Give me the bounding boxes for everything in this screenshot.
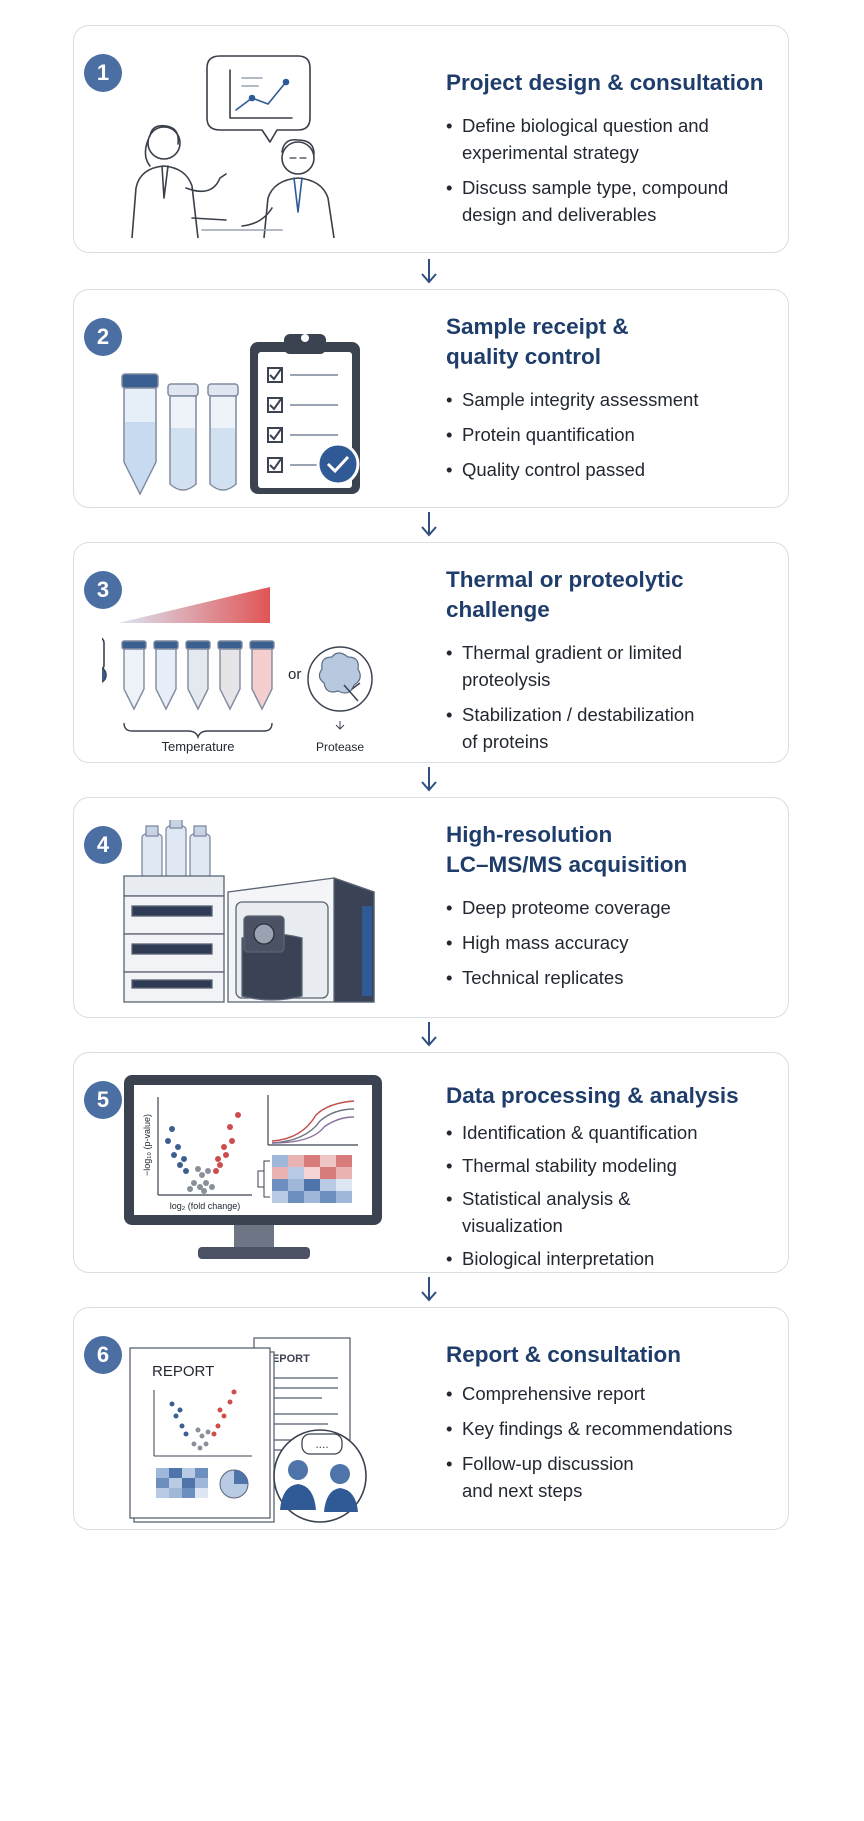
step-bullet: Sample integrity assessment: [446, 386, 776, 413]
step-bullet: Statistical analysis & visualization: [446, 1185, 776, 1239]
arrow-down-icon: [421, 1022, 437, 1047]
arrow-down-icon: [421, 259, 437, 284]
consultation-illustration: [131, 55, 335, 238]
step-bullet: Follow-up discussion and next steps: [446, 1450, 776, 1504]
step-bullet: Key findings & recommendations: [446, 1415, 776, 1442]
back-report-title: REPORT: [264, 1353, 310, 1365]
tubes-clipboard-illustration: [121, 334, 360, 496]
step-number-badge: 5: [84, 1081, 122, 1119]
step-bullet: Protein quantification: [446, 421, 776, 448]
step-title: Sample receipt & quality control: [446, 314, 629, 369]
melt-curve-chart: [267, 1095, 358, 1146]
step-card-6: 6 REPORT REPORT: [73, 1307, 789, 1530]
front-report-title: REPORT: [152, 1363, 214, 1380]
speech-dots: ....: [315, 1437, 328, 1451]
step-title: Project design & consultation: [446, 70, 764, 95]
protease-label: Protease: [316, 740, 364, 754]
report-illustration: REPORT REPORT: [129, 1337, 367, 1523]
step-title: High-resolution LC–MS/MS acquisition: [446, 822, 688, 877]
step-bullet: Comprehensive report: [446, 1380, 776, 1407]
step-bullet: High mass accuracy: [446, 929, 776, 956]
or-label: or: [288, 666, 301, 683]
step-card-2: 2: [73, 289, 789, 508]
step-title: Data processing & analysis: [446, 1083, 739, 1108]
step-bullet: Deep proteome coverage: [446, 894, 776, 921]
heatmap: [257, 1155, 352, 1203]
step-number-badge: 4: [84, 826, 122, 864]
arrow-down-icon: [421, 767, 437, 792]
monitor-analysis-illustration: log₂ (fold change) −log₁₀ (p-value): [124, 1075, 382, 1259]
step-number-badge: 2: [84, 318, 122, 356]
step-card-1: 1: [73, 25, 789, 253]
step-bullet: Identification & quantification: [446, 1119, 776, 1146]
step-card-4: 4: [73, 797, 789, 1018]
step-bullet: Stabilization / destabilization of prote…: [446, 701, 776, 755]
step-number-badge: 6: [84, 1336, 122, 1374]
step-number-badge: 1: [84, 54, 122, 92]
step-card-3: 3: [73, 542, 789, 763]
arrow-down-icon: [421, 512, 437, 537]
step-bullet: Technical replicates: [446, 964, 776, 991]
y-axis-label: −log₁₀ (p-value): [142, 1114, 152, 1176]
x-axis-label: log₂ (fold change): [170, 1201, 241, 1211]
step-title: Thermal or proteolytic challenge: [446, 567, 684, 622]
step-bullet: Define biological question and experimen…: [446, 112, 776, 166]
temperature-label: Temperature: [162, 739, 235, 754]
step-bullet: Biological interpretation: [446, 1245, 776, 1272]
step-title: Report & consultation: [446, 1342, 681, 1367]
arrow-down-icon: [421, 1277, 437, 1302]
step-bullet: Thermal stability modeling: [446, 1152, 776, 1179]
thermal-challenge-illustration: Temperature or Protease: [102, 587, 373, 754]
step-number-badge: 3: [84, 571, 122, 609]
step-bullet: Quality control passed: [446, 456, 776, 483]
step-bullet: Discuss sample type, compound design and…: [446, 174, 776, 228]
step-card-5: 5 log₂ (fold cha: [73, 1052, 789, 1273]
lc-ms-illustration: [123, 820, 375, 1003]
volcano-plot: [157, 1097, 252, 1196]
step-bullet: Thermal gradient or limited proteolysis: [446, 639, 776, 693]
